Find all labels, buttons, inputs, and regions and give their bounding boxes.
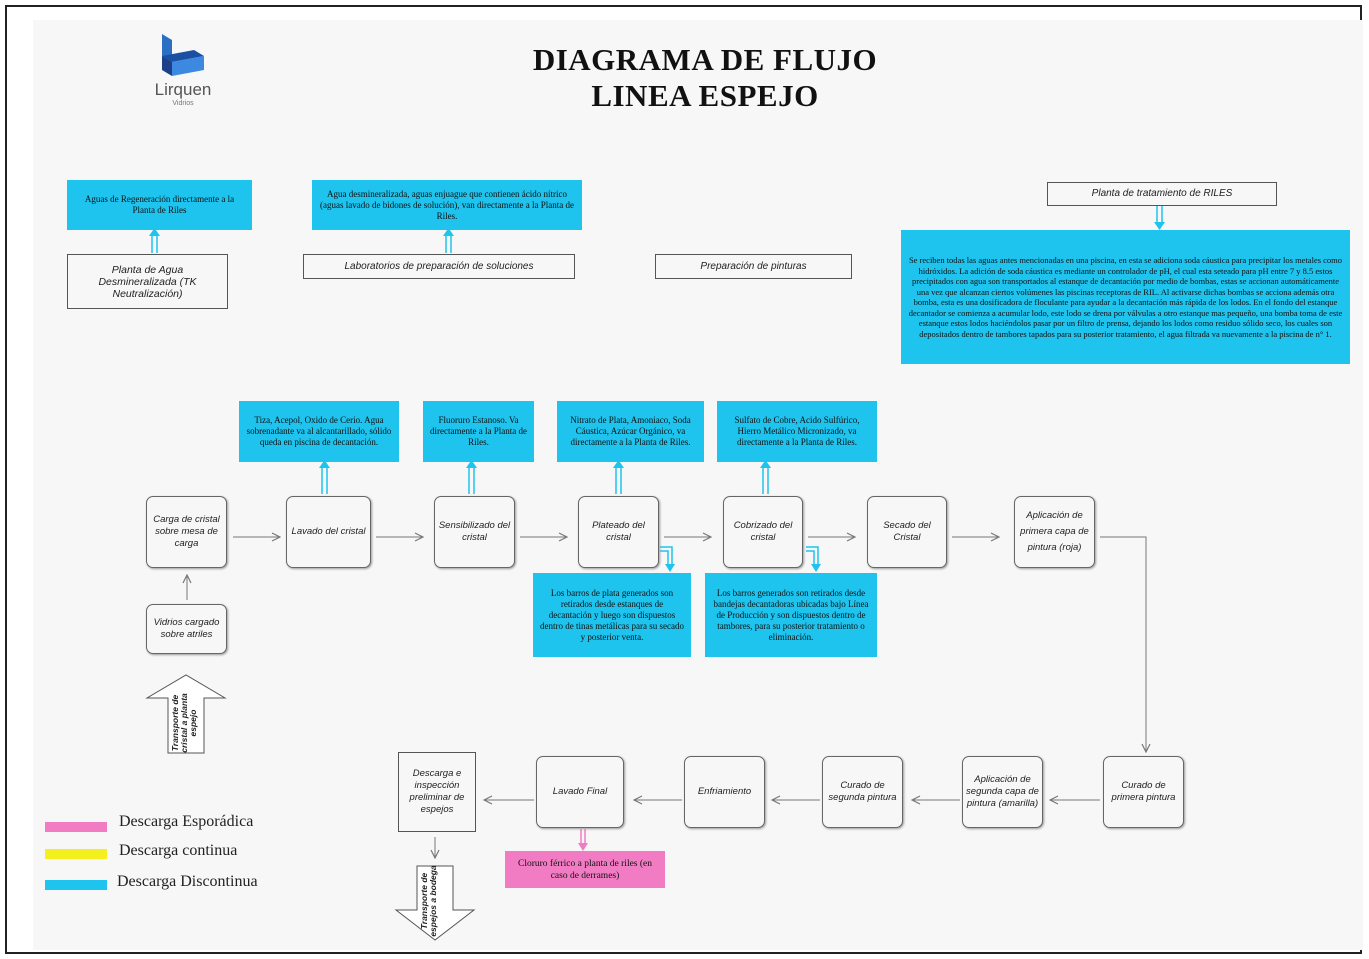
process-aplicacion-segunda: Aplicación de segunda capa de pintura (a… <box>962 756 1043 828</box>
regeneracion-box: Aguas de Regeneración directamente a la … <box>67 180 252 230</box>
process-enfriamiento: Enfriamiento <box>684 756 765 828</box>
transport-in-arrow <box>145 674 227 754</box>
lirquen-logo-icon <box>162 34 204 76</box>
planta-agua-box: Planta de Agua Desmineralizada (TK Neutr… <box>67 254 228 309</box>
process-plateado: Plateado del cristal <box>578 496 659 568</box>
process-sensibilizado: Sensibilizado del cristal <box>434 496 515 568</box>
title-line-1: DIAGRAMA DE FLUJO <box>532 42 878 77</box>
discharge-cobrizado-barros: Los barros generados son retirados desde… <box>705 573 877 657</box>
process-secado: Secado del Cristal <box>867 496 947 568</box>
legend-swatch-esporadica <box>45 822 107 832</box>
riles-description-box: Se reciben todas las aguas antes mencion… <box>901 230 1350 364</box>
legend-label-esporadica: Descarga Esporádica <box>119 813 254 830</box>
discharge-sensibilizado: Fluoruro Estanoso. Va directamente a la … <box>423 401 534 462</box>
legend-swatch-continua <box>45 849 107 859</box>
planta-riles-box: Planta de tratamiento de RILES <box>1047 182 1277 206</box>
transport-out-label: Transporte de espejos a bodega <box>419 865 438 937</box>
laboratorios-box: Laboratorios de preparación de solucione… <box>303 254 575 279</box>
logo: Lirquen Vidrios <box>148 32 218 112</box>
legend-label-continua: Descarga continua <box>119 842 238 859</box>
process-curado-primera: Curado de primera pintura <box>1103 756 1184 828</box>
arrow-aplicacion-curado <box>1100 536 1146 752</box>
process-lavado: Lavado del cristal <box>286 496 371 568</box>
logo-text: Lirquen <box>154 80 212 99</box>
desmineralizada-box: Agua desmineralizada, aguas enjuague que… <box>312 180 582 230</box>
process-cobrizado: Cobrizado del cristal <box>723 496 803 568</box>
pinturas-box: Preparación de pinturas <box>655 254 852 279</box>
logo-subtext: Vidrios <box>172 100 194 107</box>
legend-label-discontinua: Descarga Discontinua <box>117 873 258 890</box>
process-aplicacion-primera: Aplicación de primera capa de pintura (r… <box>1014 496 1095 568</box>
cloruro-box: Cloruro férrico a planta de riles (en ca… <box>505 851 665 888</box>
transport-in-label: Transporte de cristal a planta espejo <box>170 693 198 753</box>
discharge-plateado-barros: Los barros de plata generados son retira… <box>533 573 691 657</box>
process-lavado-final: Lavado Final <box>536 756 624 828</box>
process-curado-segunda: Curado de segunda pintura <box>822 756 903 828</box>
discharge-cobrizado: Sulfato de Cobre, Acido Sulfúrico, Hierr… <box>717 401 877 462</box>
title-line-2: LINEA ESPEJO <box>591 78 819 113</box>
legend-swatch-discontinua <box>45 880 107 890</box>
process-carga: Carga de cristal sobre mesa de carga <box>146 496 227 568</box>
page-title: DIAGRAMA DE FLUJO LINEA ESPEJO <box>450 42 960 114</box>
process-vidrios: Vidrios cargado sobre atriles <box>146 604 227 654</box>
transport-out-arrow <box>394 865 476 941</box>
discharge-lavado: Tiza, Acepol, Oxido de Cerio. Agua sobre… <box>239 401 399 462</box>
discharge-plateado: Nitrato de Plata, Amoniaco, Soda Cáustic… <box>557 401 704 462</box>
process-descarga-inspeccion: Descarga e inspección preliminar de espe… <box>398 752 476 832</box>
